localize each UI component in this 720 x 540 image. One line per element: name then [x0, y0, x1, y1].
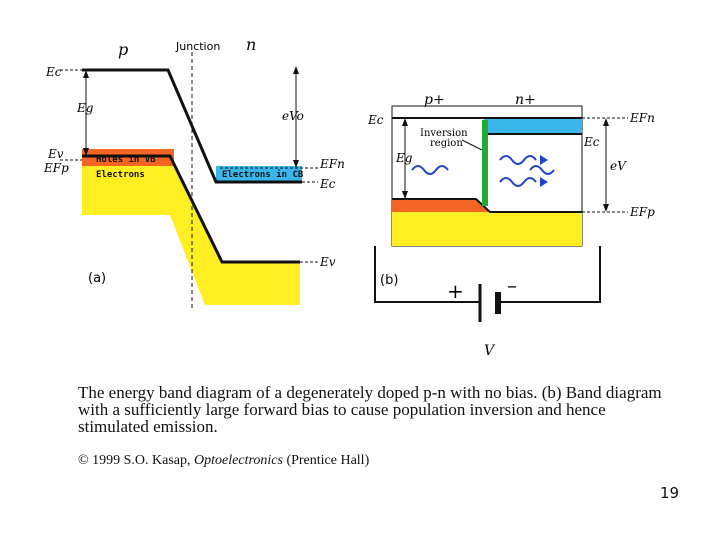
photon-3: [499, 177, 537, 187]
efp-label-a: EFp: [43, 161, 69, 175]
eg-arrow-head-bottom-b: [402, 191, 408, 199]
ev-label-a: Ev: [47, 147, 64, 161]
photon-2: [499, 155, 537, 165]
efp-label-b: EFp: [629, 205, 655, 219]
efn-label-b: EFn: [629, 111, 655, 125]
battery-minus-label: –: [507, 273, 517, 297]
inversion-label-b-1: Inversion: [420, 128, 468, 139]
photon-3-head: [540, 177, 548, 187]
battery-plus-label: +: [447, 279, 464, 303]
diagram-a: p Junction n Ec Eg Ev EFp eVo EFn Ec Ev …: [43, 35, 345, 310]
ev-arrow-head-top-b: [603, 118, 609, 126]
ec-label-a: Ec: [45, 65, 62, 79]
figure-caption: The energy band diagram of a degeneratel…: [78, 383, 662, 436]
evo-arrow-head-bottom-a: [293, 160, 299, 168]
evo-arrow-head-top-a: [293, 66, 299, 74]
p-label-a: p: [118, 40, 128, 59]
photon-1: [411, 165, 449, 175]
credit-book: Optoelectronics: [194, 453, 283, 468]
voltage-label: V: [484, 343, 496, 359]
photon-4: [529, 165, 555, 175]
credit-prefix: © 1999 S.O. Kasap,: [78, 453, 195, 468]
valence-band-edge-a: [82, 154, 300, 264]
n-label-a: n: [246, 35, 256, 54]
eg-label-a: Eg: [76, 101, 94, 115]
ec-right-label-b: Ec: [583, 135, 600, 149]
credit-suffix: (Prentice Hall): [282, 453, 370, 468]
inversion-region-b: [482, 120, 488, 206]
electrons-region-b: [484, 118, 582, 134]
ev-label-b: eV: [610, 159, 627, 173]
photon-2-head: [540, 155, 548, 165]
page-number: 19: [660, 484, 680, 502]
electrons-label-a: Electrons: [96, 170, 145, 180]
eg-label-b: Eg: [395, 151, 413, 165]
ev-right-label-a: Ev: [319, 255, 336, 269]
ec-label-b: Ec: [367, 113, 384, 127]
eg-arrow-head-bottom-a: [83, 148, 89, 156]
eg-arrow-head-top-a: [83, 70, 89, 78]
circuit-wire-b: [374, 246, 601, 303]
ec-right-label-a: Ec: [319, 177, 336, 191]
inversion-pointer: [461, 139, 483, 151]
holes-region-b: [392, 199, 490, 212]
evo-label-a: eVo: [282, 109, 304, 123]
electrons-cb-region-a: [216, 166, 302, 182]
inversion-label-b-2: region: [430, 138, 463, 149]
holes-label-a: Holes in VB: [96, 154, 156, 165]
valence-band-fill-b: [392, 212, 582, 246]
ev-arrow-head-bottom-b: [603, 204, 609, 212]
panel-label-a: (a): [88, 271, 106, 286]
figure-credit: © 1999 S.O. Kasap, Optoelectronics (Pren…: [78, 453, 369, 469]
efn-label-a: EFn: [319, 157, 345, 171]
valence-band-fill-a: [82, 156, 300, 305]
electrons-cb-label-a: Electrons in CB: [222, 169, 304, 180]
diagram-b: p+ n+ Ec Eg Inversion region EFn Ec eV E…: [367, 92, 655, 359]
eg-arrow-head-top-b: [402, 118, 408, 126]
p-label-b: p+: [424, 92, 445, 108]
junction-label-a: Junction: [175, 40, 220, 53]
panel-label-b: (b): [380, 273, 398, 288]
n-label-b: n+: [515, 92, 536, 108]
